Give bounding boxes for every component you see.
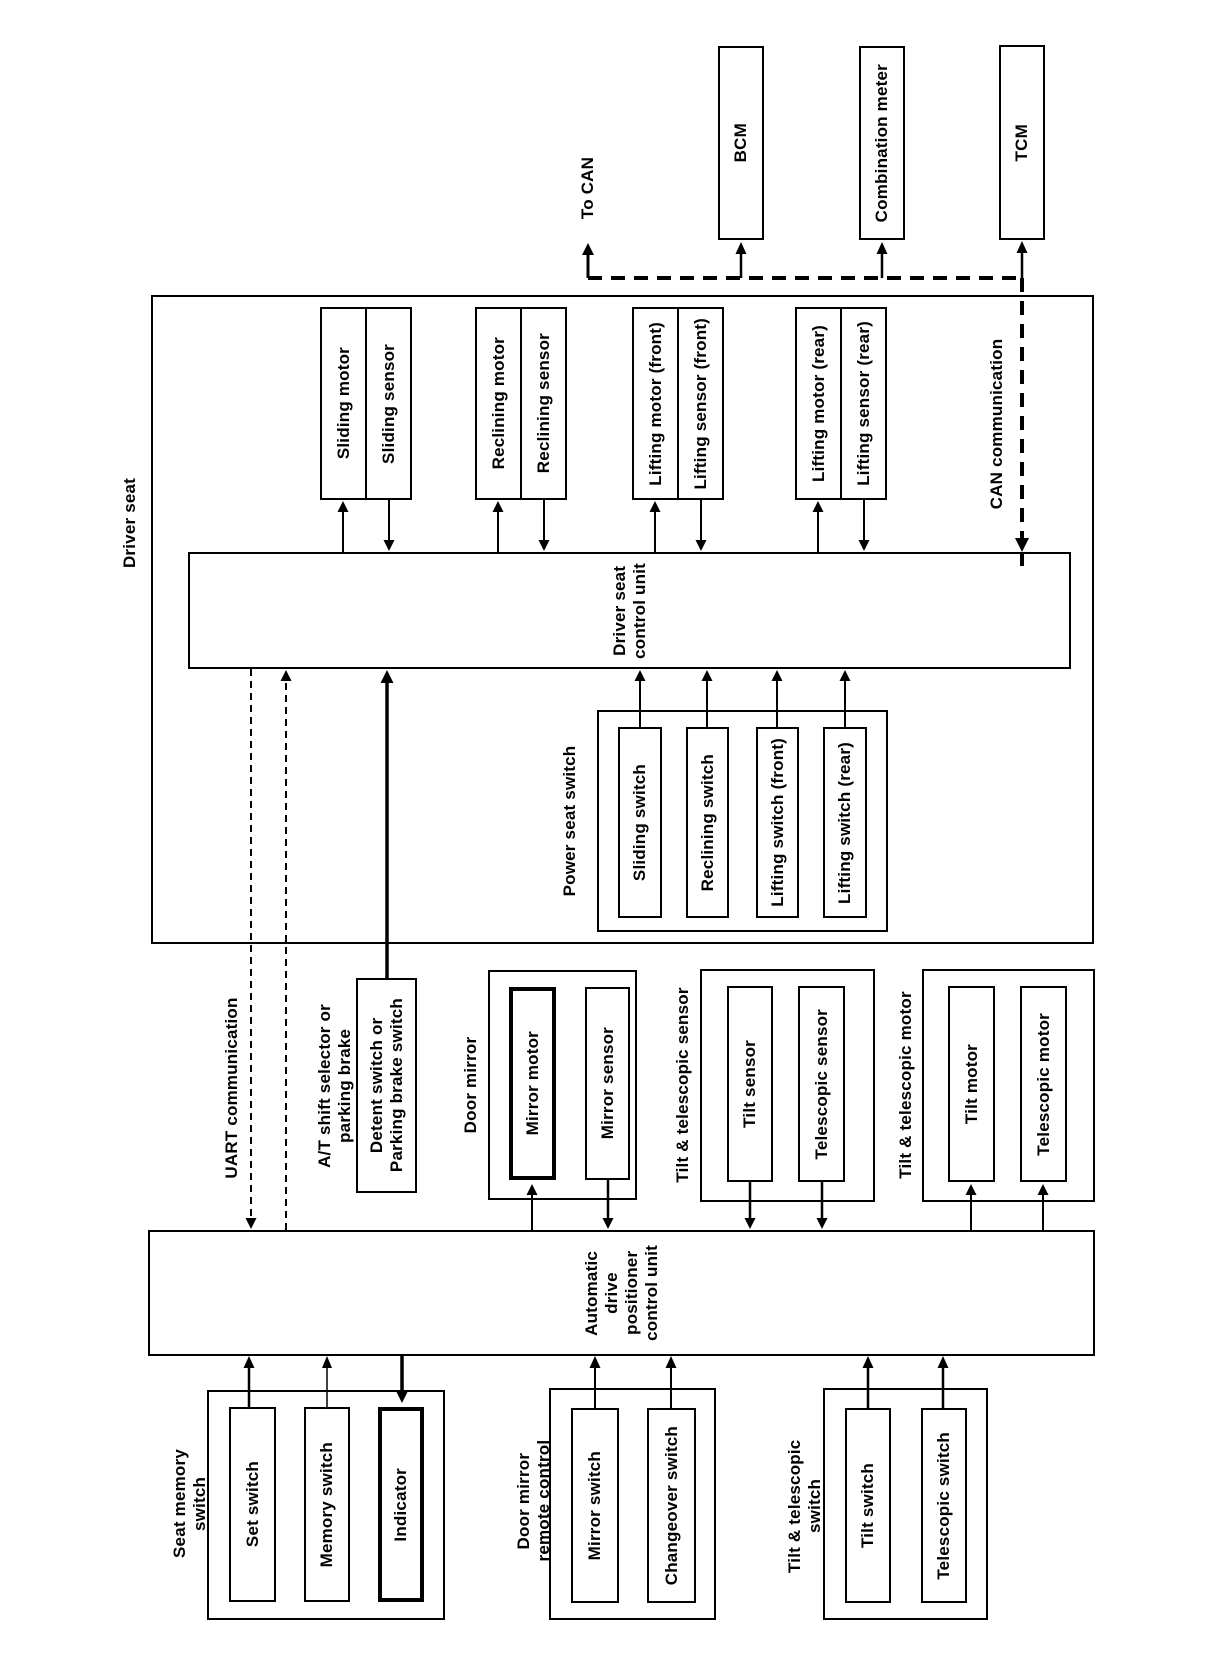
lifting-motor-front-box: Lifting motor (front)	[634, 309, 677, 498]
telescopic-switch-box: Telescopic switch	[921, 1408, 967, 1603]
door-mirror-remote-label: Door mirror remote control	[514, 1440, 553, 1562]
mirror-switch-label: Mirror switch	[585, 1450, 604, 1561]
sliding-sensor-label: Sliding sensor	[378, 343, 398, 464]
mirror-motor-box: Mirror motor	[509, 987, 556, 1180]
indicator-label: Indicator	[391, 1467, 410, 1542]
lifting-rear-pair-box: Lifting motor (rear) Lifting sensor (rea…	[795, 307, 887, 500]
tilt-telescopic-motor-label: Tilt & telescopic motor	[896, 991, 915, 1179]
combination-meter-arrow	[876, 242, 888, 278]
tilt-motor-box: Tilt motor	[948, 986, 995, 1182]
set-switch-box: Set switch	[229, 1407, 276, 1602]
lifting-motor-front-label: Lifting motor (front)	[645, 321, 665, 486]
sliding-motor-box: Sliding motor	[322, 309, 365, 498]
tilt-sensor-box: Tilt sensor	[727, 986, 773, 1182]
reclining-switch-box: Reclining switch	[686, 727, 729, 918]
telescopic-motor-box: Telescopic motor	[1020, 986, 1067, 1182]
tilt-sensor-label: Tilt sensor	[740, 1040, 759, 1128]
adp-control-unit-label: Automatic drive positioner control unit	[581, 1245, 661, 1341]
mirror-switch-box: Mirror switch	[571, 1408, 619, 1603]
lifting-sensor-front-label: Lifting sensor (front)	[690, 317, 710, 490]
seat-memory-switch-label: Seat memory switch	[170, 1449, 209, 1559]
tilt-motor-label: Tilt motor	[961, 1043, 981, 1125]
detent-switch-box: Detent switch or Parking brake switch	[356, 978, 417, 1193]
reclining-motor-box: Reclining motor	[477, 309, 520, 498]
lifting-switch-front-label: Lifting switch (front)	[767, 738, 787, 907]
door-mirror-label: Door mirror	[461, 1036, 480, 1134]
memory-switch-label: Memory switch	[317, 1441, 336, 1568]
changeover-switch-label: Changeover switch	[661, 1425, 681, 1586]
driver-seat-control-unit-box: Driver seat control unit	[188, 552, 1071, 669]
power-seat-switch-label: Power seat switch	[560, 745, 579, 897]
reclining-sensor-label: Reclining sensor	[533, 333, 553, 474]
sliding-switch-label: Sliding switch	[630, 763, 649, 882]
detent-switch-label: Detent switch or Parking brake switch	[366, 998, 406, 1173]
telescopic-sensor-label: Telescopic sensor	[811, 1008, 831, 1160]
combination-meter-label: Combination meter	[872, 63, 891, 223]
telescopic-motor-label: Telescopic motor	[1033, 1012, 1053, 1156]
telescopic-sensor-box: Telescopic sensor	[798, 986, 845, 1182]
tilt-telescopic-switch-label: Tilt & telescopic switch	[785, 1439, 824, 1573]
tilt-telescopic-sensor-label: Tilt & telescopic sensor	[673, 987, 692, 1183]
mirror-sensor-box: Mirror sensor	[585, 987, 630, 1180]
indicator-box: Indicator	[378, 1407, 424, 1602]
to-can-label: To CAN	[578, 156, 597, 220]
lifting-motor-rear-label: Lifting motor (rear)	[808, 325, 828, 482]
sliding-motor-label: Sliding motor	[333, 347, 353, 460]
reclining-pair-box: Reclining motor Reclining sensor	[475, 307, 567, 500]
lifting-front-pair-box: Lifting motor (front) Lifting sensor (fr…	[632, 307, 724, 500]
lifting-sensor-rear-box: Lifting sensor (rear)	[840, 309, 885, 498]
reclining-motor-label: Reclining motor	[488, 337, 508, 470]
driver-seat-control-unit-label: Driver seat control unit	[609, 562, 649, 659]
bcm-box: BCM	[718, 46, 764, 240]
reclining-sensor-box: Reclining sensor	[520, 309, 565, 498]
tcm-box: TCM	[999, 45, 1045, 240]
lifting-sensor-rear-label: Lifting sensor (rear)	[853, 321, 873, 486]
changeover-switch-box: Changeover switch	[647, 1408, 696, 1603]
to-can-arrow	[582, 243, 594, 278]
at-shift-selector-label: A/T shift selector or parking brake	[315, 1004, 354, 1168]
sliding-switch-box: Sliding switch	[618, 727, 662, 918]
can-communication-label: CAN communication	[987, 338, 1006, 510]
combination-meter-box: Combination meter	[859, 46, 905, 240]
uart-communication-label: UART communication	[222, 997, 241, 1179]
lifting-switch-front-box: Lifting switch (front)	[756, 727, 799, 918]
tcm-arrow	[1016, 241, 1028, 278]
set-switch-label: Set switch	[242, 1461, 262, 1548]
tilt-switch-label: Tilt switch	[858, 1462, 877, 1548]
bcm-label: BCM	[731, 123, 750, 163]
sliding-pair-box: Sliding motor Sliding sensor	[320, 307, 412, 500]
mirror-motor-label: Mirror motor	[522, 1031, 542, 1136]
lifting-switch-rear-label: Lifting switch (rear)	[835, 741, 854, 904]
tilt-switch-box: Tilt switch	[845, 1408, 891, 1603]
memory-switch-box: Memory switch	[304, 1407, 350, 1602]
mirror-sensor-label: Mirror sensor	[597, 1027, 617, 1140]
adp-control-unit-box: Automatic drive positioner control unit	[148, 1230, 1095, 1356]
bcm-arrow	[735, 242, 747, 278]
sliding-sensor-box: Sliding sensor	[365, 309, 410, 498]
telescopic-switch-label: Telescopic switch	[934, 1431, 953, 1580]
tcm-label: TCM	[1012, 123, 1031, 162]
lifting-switch-rear-box: Lifting switch (rear)	[823, 727, 867, 918]
lifting-motor-rear-box: Lifting motor (rear)	[797, 309, 840, 498]
lifting-sensor-front-box: Lifting sensor (front)	[677, 309, 722, 498]
reclining-switch-label: Reclining switch	[697, 753, 717, 892]
driver-seat-label: Driver seat	[120, 477, 139, 569]
